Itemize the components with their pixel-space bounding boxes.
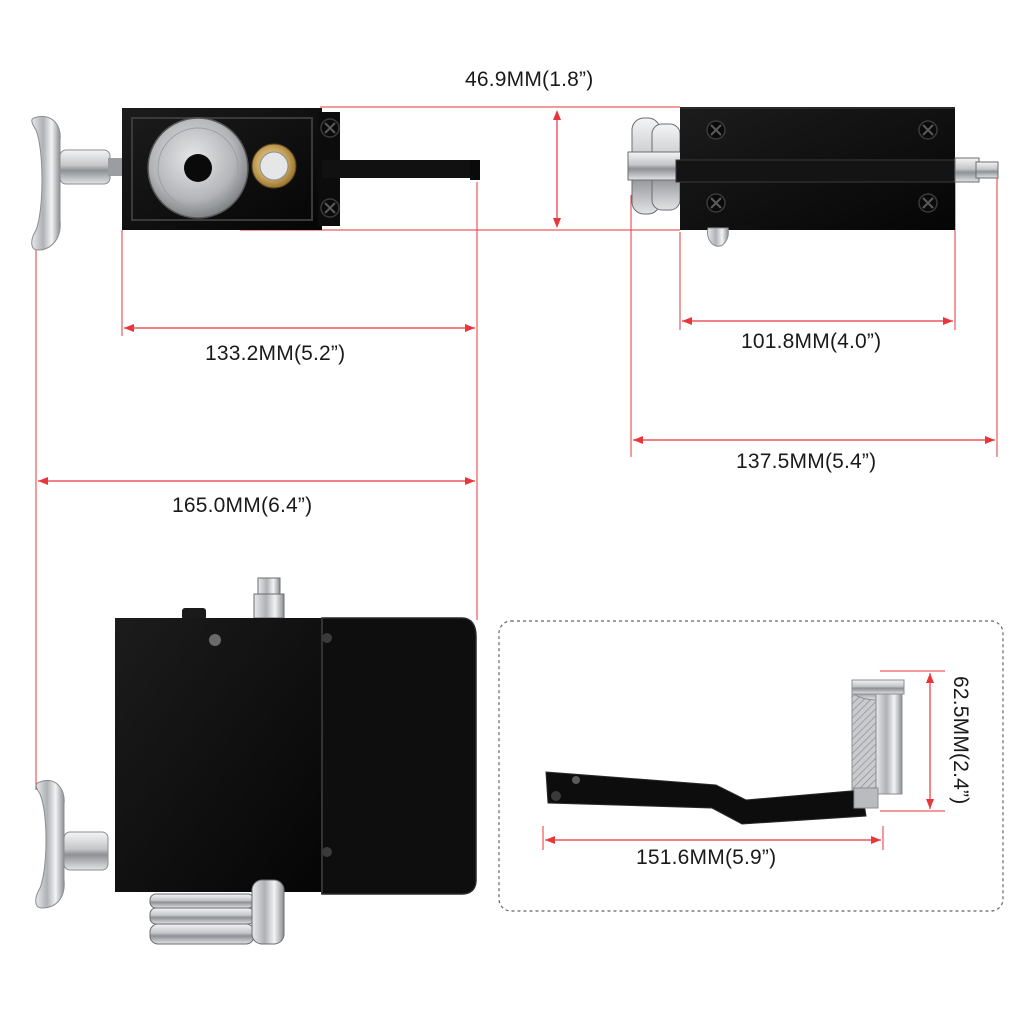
phillips-screw-icon [918, 193, 938, 213]
crank-handle-icon [545, 679, 905, 825]
phillips-screw-icon [320, 118, 340, 138]
dimension-arrowheads [38, 110, 995, 844]
crank-callout-frame [498, 620, 1004, 912]
phillips-screw-icon [706, 193, 726, 213]
dimension-label-top-view-width: 133.2MM(5.2”) [205, 342, 346, 365]
t-handle-knob-icon [31, 116, 124, 251]
dimension-label-top-height: 46.9MM(1.8”) [465, 68, 594, 91]
roller-wheel-icon [147, 117, 249, 219]
dimension-label-crank-length: 151.6MM(5.9”) [636, 846, 777, 869]
side-view-device [627, 107, 999, 247]
roller-wheel-icon [627, 117, 685, 215]
front-view-device [35, 577, 477, 945]
phillips-screw-icon [320, 198, 340, 218]
t-handle-knob-icon [35, 780, 109, 909]
dimension-label-side-total-width: 137.5MM(5.4”) [736, 450, 877, 473]
dimension-label-side-inner-width: 101.8MM(4.0”) [741, 330, 882, 353]
top-view-device [31, 108, 480, 251]
roller-wheel-icon [149, 879, 285, 945]
dimension-label-crank-height: 62.5MM(2.4”) [949, 676, 972, 805]
dimension-label-front-total-width: 165.0MM(6.4”) [172, 494, 313, 517]
phillips-screw-icon [706, 120, 726, 140]
phillips-screw-icon [918, 120, 938, 140]
